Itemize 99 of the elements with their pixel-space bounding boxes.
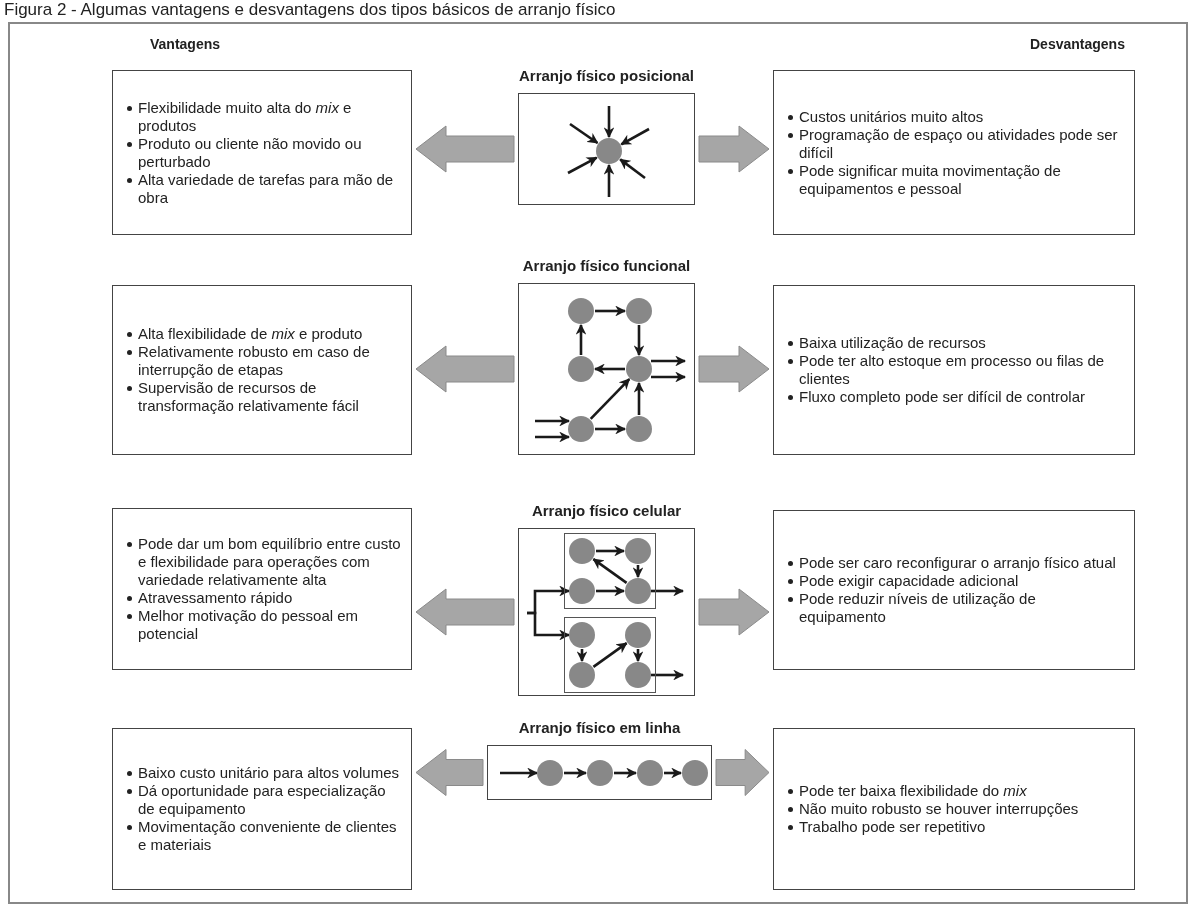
station-circle	[569, 578, 595, 604]
arrow	[593, 363, 625, 375]
block-arrow	[698, 345, 770, 393]
figure-title: Figura 2 - Algumas vantagens e desvantagens dos tipos básicos de arranjo físico	[4, 0, 616, 20]
bullet-text: Atravessamento rápido	[138, 589, 293, 607]
station-circle	[637, 760, 663, 786]
bullet-text: Fluxo completo pode ser difícil de controlar	[799, 388, 1085, 406]
bullet-text: Pode dar um bom equilíbrio entre custo e flexibilidade para operações com variedade relativamente alta	[138, 535, 401, 589]
disadvantages-box	[773, 285, 1135, 455]
panel-heading: Arranjo físico em linha	[517, 719, 682, 736]
station-circle	[569, 622, 595, 648]
arrow	[569, 122, 599, 145]
bullet-text: Alta variedade de tarefas para mão de obra	[138, 170, 395, 207]
cell-box	[564, 617, 656, 693]
station-circle	[625, 662, 651, 688]
bullet-text: Programação de espaço ou atividades pode ser difícil	[799, 125, 1119, 162]
station-circle	[587, 760, 613, 786]
advantages-box	[112, 70, 412, 235]
advantages-box	[112, 508, 412, 670]
station-circle	[569, 662, 595, 688]
station-circle	[682, 760, 708, 786]
arrow	[500, 767, 539, 779]
station-circle	[569, 538, 595, 564]
station-circle	[568, 416, 594, 442]
arrow	[595, 305, 627, 317]
bullet-text: Custos unitários muito altos	[799, 107, 984, 126]
block-arrow	[698, 588, 770, 636]
bullet-text: Pode ter alto estoque em processo ou filas de clientes	[799, 352, 1106, 388]
arrow	[567, 156, 598, 175]
arrow	[596, 585, 626, 597]
bullet-text: Pode ter baixa flexibilidade do mix	[799, 782, 1027, 800]
column-heading: Vantagens	[150, 36, 221, 52]
station-circle	[626, 356, 652, 382]
bullet-text: Movimentação conveniente de clientes e materiais	[138, 818, 398, 854]
disadvantages-box	[773, 510, 1135, 670]
station-circle	[537, 760, 563, 786]
arrow	[589, 378, 631, 420]
arrow	[651, 371, 687, 383]
arrow	[633, 325, 645, 357]
panel-heading: Arranjo físico celular	[530, 502, 683, 519]
bullet-text: Dá oportunidade para especialização de equipamento	[138, 782, 387, 818]
bullet-text: Pode significar muita movimentação de equipamentos e pessoal	[799, 161, 1062, 198]
bullet-text: Baixa utilização de recursos	[799, 334, 986, 352]
advantages-box	[112, 285, 412, 455]
bullet-text: Pode reduzir níveis de utilização de equipamento	[799, 590, 1037, 626]
arrow	[664, 767, 683, 779]
arrow	[592, 558, 628, 584]
column-heading: Desvantagens	[1030, 36, 1125, 52]
station-circle	[626, 298, 652, 324]
station-circle	[626, 416, 652, 442]
bullet-text: Pode ser caro reconfigurar o arranjo físico atual	[799, 554, 1116, 572]
disadvantages-box	[773, 70, 1135, 235]
station-circle	[625, 538, 651, 564]
block-arrow	[715, 749, 770, 796]
cell-box	[564, 533, 656, 609]
bullet-text: Melhor motivação do pessoal em potencial	[138, 607, 360, 643]
arrow	[620, 127, 650, 146]
disadvantages-box	[773, 728, 1135, 890]
advantages-box	[112, 728, 412, 890]
station-circle	[568, 298, 594, 324]
bullet-text: Não muito robusto se houver interrupções	[799, 800, 1079, 818]
station-circle	[625, 578, 651, 604]
block-arrow	[415, 749, 484, 796]
arrow	[535, 431, 571, 443]
bullet-text: Baixo custo unitário para altos volumes	[138, 764, 399, 782]
bullet-text: Relativamente robusto em caso de interrupção de etapas	[138, 343, 371, 379]
arrow	[632, 649, 644, 663]
bullet-text: Trabalho pode ser repetitivo	[799, 818, 986, 836]
arrow	[651, 669, 685, 681]
arrow	[651, 585, 685, 597]
arrow	[564, 767, 588, 779]
arrow	[633, 381, 645, 415]
bullet-text: Flexibilidade muito alta do mix e produtos	[138, 98, 353, 135]
arrow	[592, 642, 628, 668]
arrow	[595, 423, 627, 435]
arrow	[527, 611, 571, 641]
block-arrow	[415, 125, 515, 173]
arrow	[576, 649, 588, 663]
bullet-text: Pode exigir capacidade adicional	[799, 572, 1019, 590]
arrow	[596, 545, 626, 557]
bullet-text: Alta flexibilidade de mix e produto	[138, 325, 363, 343]
panel-heading: Arranjo físico posicional	[517, 67, 695, 84]
station-circle	[568, 356, 594, 382]
bullet-text: Produto ou cliente não movido ou perturbado	[138, 134, 363, 171]
station-circle	[625, 622, 651, 648]
panel-heading: Arranjo físico funcional	[521, 257, 692, 274]
arrow	[603, 106, 615, 139]
arrow	[614, 767, 638, 779]
arrow	[651, 355, 687, 367]
block-arrow	[415, 345, 515, 393]
arrow	[535, 415, 571, 427]
arrow	[632, 565, 644, 579]
block-arrow	[698, 125, 770, 173]
station-circle	[596, 138, 622, 164]
arrow	[619, 158, 646, 180]
arrow	[603, 163, 615, 197]
arrow	[575, 323, 587, 355]
bullet-text: Supervisão de recursos de transformação relativamente fácil	[138, 379, 360, 415]
block-arrow	[415, 588, 515, 636]
